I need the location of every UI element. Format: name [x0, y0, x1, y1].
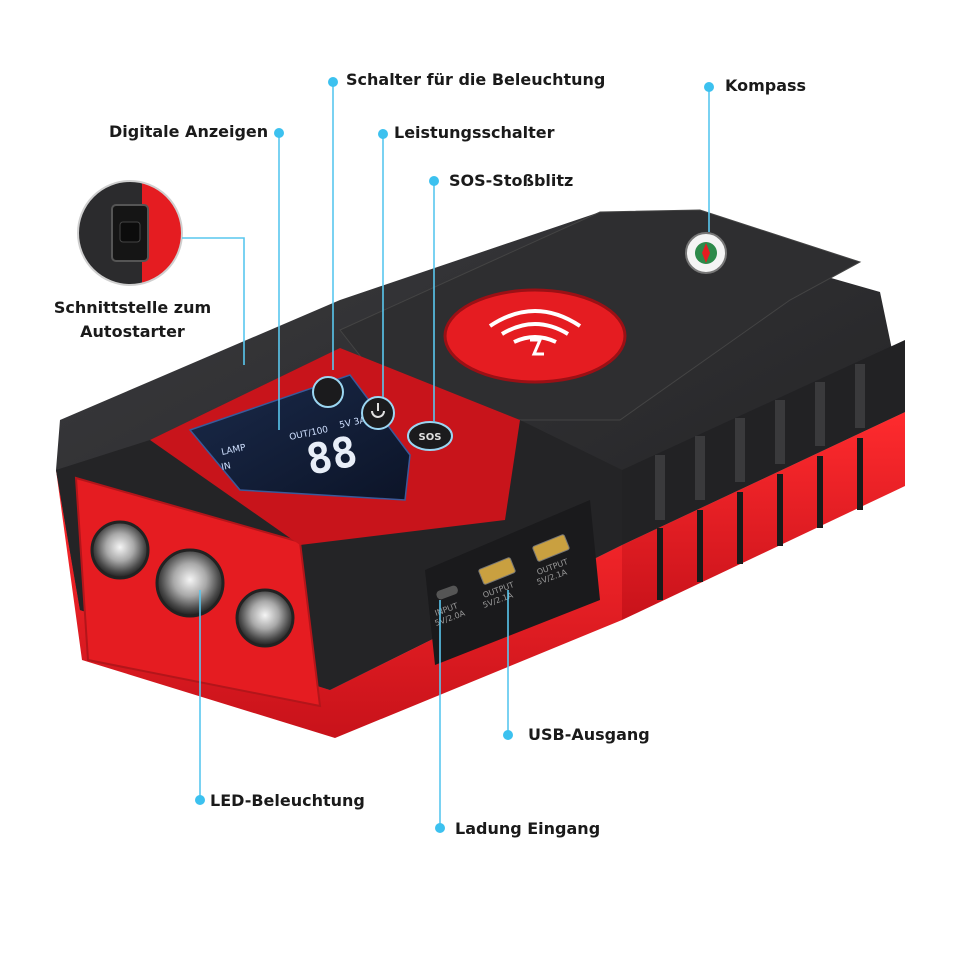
side-ribs	[640, 136, 652, 252]
side-dark-band	[622, 340, 905, 545]
display-area: 88 LAMP IN OUT/100 5V 3A	[150, 348, 520, 545]
lcd-in-label: IN	[221, 461, 232, 473]
label-sos-flash: SOS-Stoßblitz	[449, 171, 574, 190]
led-lamp-left	[90, 520, 150, 580]
led-lamp-right	[235, 588, 295, 648]
label-charging-input: Ladung Eingang	[455, 819, 601, 838]
label-lighting-switch: Schalter für die Beleuchtung	[346, 70, 606, 89]
jump-starter-port-inset	[77, 180, 183, 286]
sos-button-label: SOS	[419, 432, 442, 443]
label-usb-output: USB-Ausgang	[528, 725, 650, 744]
usb-output-port-2[interactable]	[532, 534, 570, 562]
led-panel	[74, 476, 322, 708]
light-switch-button[interactable]	[312, 376, 344, 408]
usb-output-port-1[interactable]	[478, 557, 516, 585]
power-switch-button[interactable]	[361, 396, 395, 430]
lightning-icon	[530, 338, 544, 356]
power-icon	[371, 410, 385, 418]
red-side-right	[622, 412, 905, 620]
lcd-reading: 88	[302, 426, 362, 484]
label-digital-displays: Digitale Anzeigen	[109, 122, 269, 141]
compass	[685, 232, 727, 274]
label-jump-starter-port: Schnittstelle zum Autostarter	[53, 298, 212, 341]
leaders	[182, 77, 714, 833]
usb-c-input-port[interactable]	[435, 584, 459, 600]
label-compass: Kompass	[725, 76, 807, 95]
red-grips	[657, 438, 863, 600]
label-led-lighting: LED-Beleuchtung	[210, 791, 365, 810]
label-power-switch: Leistungsschalter	[394, 123, 555, 142]
led-lamp-center	[155, 548, 225, 618]
sos-button[interactable]	[407, 421, 453, 451]
buttons: SOS	[312, 376, 453, 451]
port-area: INPUT 5V/2.0A OUTPUT 5V/2.1A OUTPUT 5V/2…	[425, 500, 600, 665]
wireless-charging-pad	[443, 288, 627, 384]
side-grips	[655, 364, 865, 520]
